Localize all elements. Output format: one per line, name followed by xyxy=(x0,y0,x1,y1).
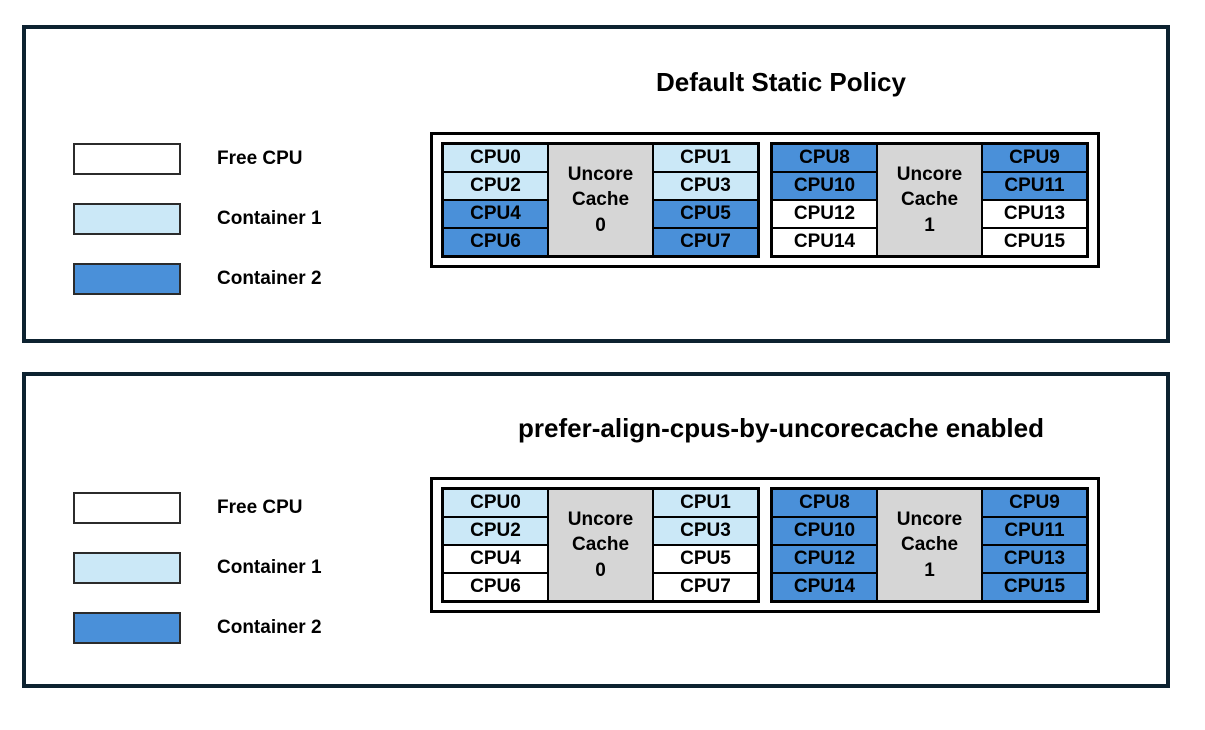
cpu-cell: CPU13 xyxy=(982,545,1087,573)
cpu-column-right: CPU1 CPU3 CPU5 CPU7 xyxy=(653,144,758,256)
panel-prefer-align-cpus-by-uncorecache: prefer-align-cpus-by-uncorecache enabled… xyxy=(22,372,1170,688)
cpu-cell: CPU14 xyxy=(772,228,877,256)
cache-group-0: CPU0 CPU2 CPU4 CPU6 Uncore Cache 0 CPU1 … xyxy=(441,487,760,603)
legend: Free CPU Container 1 Container 2 xyxy=(73,478,322,658)
cpu-cell: CPU0 xyxy=(443,144,548,172)
uncore-cache-block: Uncore Cache 1 xyxy=(877,144,982,256)
cpu-column-right: CPU9 CPU11 CPU13 CPU15 xyxy=(982,144,1087,256)
cache-group-0: CPU0 CPU2 CPU4 CPU6 Uncore Cache 0 CPU1 … xyxy=(441,142,760,258)
cpu-cell: CPU3 xyxy=(653,517,758,545)
uncore-cache-label-line1: Uncore xyxy=(567,163,634,185)
cpu-cell: CPU4 xyxy=(443,545,548,573)
cpu-cell: CPU12 xyxy=(772,545,877,573)
cpu-cell: CPU9 xyxy=(982,144,1087,172)
legend-item-container-1: Container 1 xyxy=(73,189,322,249)
cpu-cell: CPU15 xyxy=(982,228,1087,256)
legend-label-container-2: Container 2 xyxy=(217,617,322,638)
cpu-cell: CPU2 xyxy=(443,517,548,545)
uncore-cache-index: 1 xyxy=(924,559,935,581)
cpu-cell: CPU13 xyxy=(982,200,1087,228)
cpu-cell: CPU11 xyxy=(982,517,1087,545)
uncore-cache-block: Uncore Cache 1 xyxy=(877,489,982,601)
cpu-column-left: CPU0 CPU2 CPU4 CPU6 xyxy=(443,144,548,256)
cpu-column-right: CPU1 CPU3 CPU5 CPU7 xyxy=(653,489,758,601)
uncore-cache-label-line2: Cache xyxy=(900,189,959,211)
page-title: prefer-align-cpus-by-uncorecache enabled xyxy=(518,413,1044,443)
cpu-cell: CPU6 xyxy=(443,573,548,601)
cpu-cell: CPU3 xyxy=(653,172,758,200)
uncore-cache-label-line2: Cache xyxy=(571,189,630,211)
panel-default-static-policy: Default Static Policy Free CPU Container… xyxy=(22,25,1170,343)
uncore-cache-label-line1: Uncore xyxy=(896,508,963,530)
legend-label-free-cpu: Free CPU xyxy=(217,497,303,518)
uncore-cache-label-line1: Uncore xyxy=(567,508,634,530)
cpu-cell: CPU1 xyxy=(653,144,758,172)
cpu-cell: CPU11 xyxy=(982,172,1087,200)
cpu-cell: CPU8 xyxy=(772,144,877,172)
uncore-cache-label-line2: Cache xyxy=(571,534,630,556)
cpu-column-left: CPU8 CPU10 CPU12 CPU14 xyxy=(772,489,877,601)
cpu-cell: CPU7 xyxy=(653,228,758,256)
legend-label-container-1: Container 1 xyxy=(217,208,322,229)
cpu-cell: CPU5 xyxy=(653,200,758,228)
legend-item-container-2: Container 2 xyxy=(73,249,322,309)
uncore-cache-label-line2: Cache xyxy=(900,534,959,556)
legend-item-container-1: Container 1 xyxy=(73,538,322,598)
cache-group-1: CPU8 CPU10 CPU12 CPU14 Uncore Cache 1 CP… xyxy=(770,142,1089,258)
cpu-column-left: CPU8 CPU10 CPU12 CPU14 xyxy=(772,144,877,256)
cpu-cell: CPU15 xyxy=(982,573,1087,601)
cpu-cell: CPU1 xyxy=(653,489,758,517)
cpu-column-right: CPU9 CPU11 CPU13 CPU15 xyxy=(982,489,1087,601)
legend-swatch-free-cpu xyxy=(73,143,181,175)
cpu-cell: CPU7 xyxy=(653,573,758,601)
legend-label-container-2: Container 2 xyxy=(217,268,322,289)
legend-label-container-1: Container 1 xyxy=(217,557,322,578)
uncore-cache-index: 0 xyxy=(595,559,606,581)
legend-label-free-cpu: Free CPU xyxy=(217,148,303,169)
cpu-cell: CPU5 xyxy=(653,545,758,573)
legend-item-container-2: Container 2 xyxy=(73,598,322,658)
uncore-cache-block: Uncore Cache 0 xyxy=(548,144,653,256)
cpu-cell: CPU9 xyxy=(982,489,1087,517)
legend-item-free-cpu: Free CPU xyxy=(73,478,322,538)
cpu-column-left: CPU0 CPU2 CPU4 CPU6 xyxy=(443,489,548,601)
legend-swatch-container-2 xyxy=(73,612,181,644)
uncore-cache-label-line1: Uncore xyxy=(896,163,963,185)
cpu-cell: CPU0 xyxy=(443,489,548,517)
legend-swatch-container-1 xyxy=(73,552,181,584)
legend-swatch-container-2 xyxy=(73,263,181,295)
legend: Free CPU Container 1 Container 2 xyxy=(73,129,322,309)
legend-swatch-container-1 xyxy=(73,203,181,235)
cpu-cell: CPU8 xyxy=(772,489,877,517)
uncore-cache-block: Uncore Cache 0 xyxy=(548,489,653,601)
uncore-cache-index: 0 xyxy=(595,214,606,236)
legend-item-free-cpu: Free CPU xyxy=(73,129,322,189)
cpu-cell: CPU14 xyxy=(772,573,877,601)
cpu-topology-diagram: CPU0 CPU2 CPU4 CPU6 Uncore Cache 0 CPU1 … xyxy=(430,477,1100,613)
cpu-cell: CPU10 xyxy=(772,172,877,200)
cpu-cell: CPU10 xyxy=(772,517,877,545)
cache-group-1: CPU8 CPU10 CPU12 CPU14 Uncore Cache 1 CP… xyxy=(770,487,1089,603)
cpu-cell: CPU2 xyxy=(443,172,548,200)
cpu-topology-diagram: CPU0 CPU2 CPU4 CPU6 Uncore Cache 0 CPU1 … xyxy=(430,132,1100,268)
legend-swatch-free-cpu xyxy=(73,492,181,524)
page-title: Default Static Policy xyxy=(656,67,906,97)
cpu-cell: CPU4 xyxy=(443,200,548,228)
cpu-cell: CPU6 xyxy=(443,228,548,256)
cpu-cell: CPU12 xyxy=(772,200,877,228)
uncore-cache-index: 1 xyxy=(924,214,935,236)
